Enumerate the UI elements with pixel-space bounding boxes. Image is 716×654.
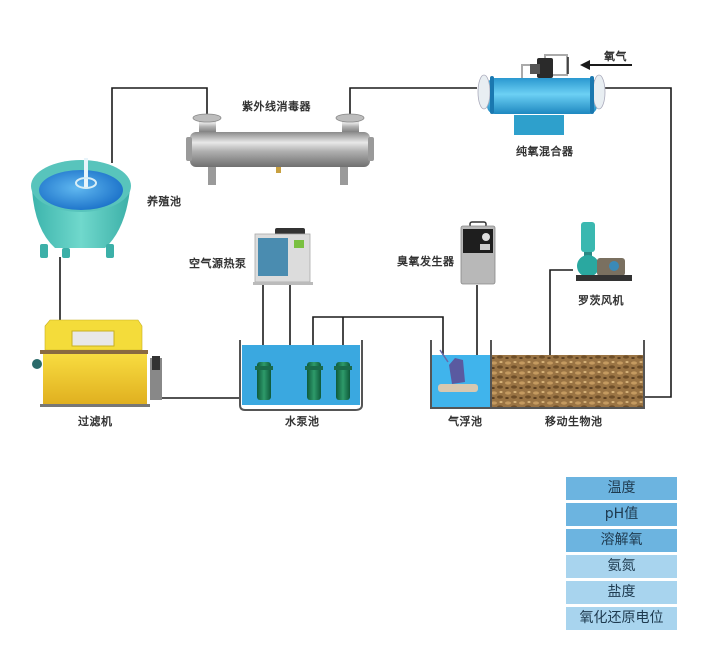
param-ammonia-nitrogen[interactable]: 氨氮 xyxy=(566,555,677,578)
pump-tank-label: 水泵池 xyxy=(285,415,320,428)
culture-tank-label: 养殖池 xyxy=(147,195,182,208)
monitoring-parameters-list: 温度 pH值 溶解氧 氨氮 盐度 氧化还原电位 xyxy=(566,477,677,633)
pipe-mixer-to-biofilm xyxy=(603,87,672,398)
flotation-biofilm-walls xyxy=(430,340,645,409)
flotation-tank[interactable] xyxy=(432,349,490,407)
biofilm-tank[interactable] xyxy=(492,355,644,407)
submersible-pump xyxy=(255,362,273,400)
submersible-pump xyxy=(334,362,352,400)
ozone-generator-label: 臭氧发生器 xyxy=(397,255,455,268)
param-temperature[interactable]: 温度 xyxy=(566,477,677,500)
param-salinity[interactable]: 盐度 xyxy=(566,581,677,604)
filter-machine[interactable] xyxy=(32,319,162,407)
param-dissolved-oxygen[interactable]: 溶解氧 xyxy=(566,529,677,552)
pump-tank[interactable] xyxy=(239,340,363,411)
pipe-culture-to-uv xyxy=(111,87,208,163)
roots-blower[interactable] xyxy=(576,222,632,281)
param-ph[interactable]: pH值 xyxy=(566,503,677,526)
oxygen-mixer[interactable] xyxy=(477,54,606,135)
param-orp[interactable]: 氧化还原电位 xyxy=(566,607,677,630)
roots-blower-label: 罗茨风机 xyxy=(578,294,624,307)
oxygen-mixer-label: 纯氧混合器 xyxy=(516,145,574,158)
culture-tank[interactable] xyxy=(31,158,131,258)
flotation-tank-label: 气浮池 xyxy=(448,415,483,428)
pipes xyxy=(59,60,672,399)
submersible-pump xyxy=(305,362,323,400)
filter-label: 过滤机 xyxy=(78,415,113,428)
ozone-generator[interactable] xyxy=(460,221,496,285)
pipe-uv-to-mixer xyxy=(349,87,477,118)
uv-sterilizer[interactable] xyxy=(186,113,374,185)
oxygen-input-label: 氧气 xyxy=(604,50,627,63)
pipe-pumps-to-flotation xyxy=(312,316,444,360)
heat-pump-label: 空气源热泵 xyxy=(189,257,247,270)
heat-pump[interactable] xyxy=(253,228,313,285)
uv-sterilizer-label: 紫外线消毒器 xyxy=(242,100,311,113)
oxygen-arrowhead xyxy=(580,60,590,70)
biofilm-tank-label: 移动生物池 xyxy=(545,415,603,428)
pipe-blower-to-biofilm xyxy=(549,269,573,355)
